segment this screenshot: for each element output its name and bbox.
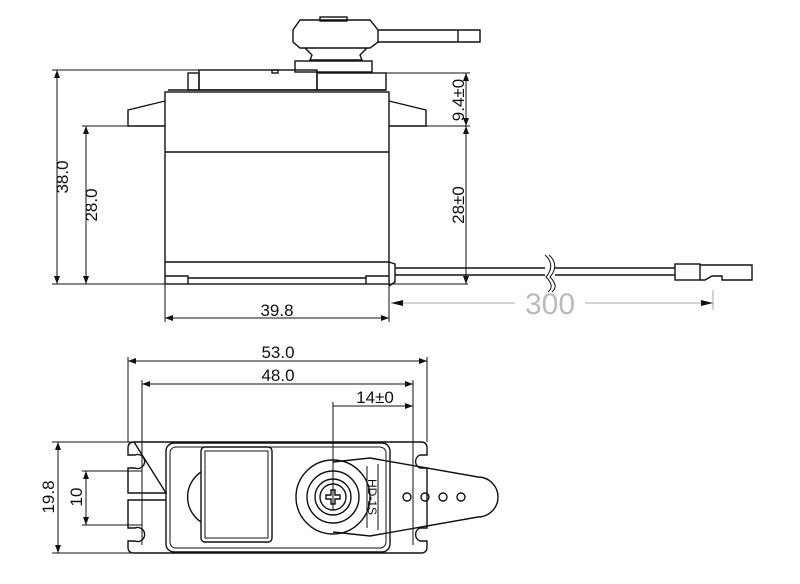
- cable: [395, 254, 675, 293]
- connector: [674, 263, 753, 281]
- body-height-right-label: 28±0: [449, 186, 468, 224]
- shaft-offset-label: 14±0: [356, 388, 394, 407]
- bottom-view: HD-1S 53.0 48.0 14±0 19.8 10: [39, 343, 499, 554]
- overall-height-label: 38.0: [53, 160, 72, 193]
- phillips-screw-icon: [325, 489, 341, 505]
- servo-body-bottom: [165, 442, 391, 553]
- servo-top-plate: [168, 69, 387, 91]
- body-height-left-label: 28.0: [82, 188, 101, 221]
- overall-width-label: 19.8: [39, 480, 58, 513]
- mount-hole-spacing-label: 48.0: [261, 366, 294, 385]
- mounting-ears: [127, 100, 427, 127]
- cable-length-label: 300: [525, 288, 575, 321]
- mounting-flange: [127, 441, 428, 554]
- horn-label: HD-1S: [365, 479, 379, 515]
- flange-to-top-label: 9.4±0: [449, 79, 468, 121]
- servo-body-side: [164, 91, 396, 287]
- side-view: 38.0 28.0 9.4±0 28±0 39.8 300: [52, 16, 753, 322]
- dimension-lines-side: [52, 69, 714, 322]
- overall-length-label: 53.0: [261, 343, 294, 362]
- hole-spacing-label: 10: [67, 488, 86, 507]
- dimension-lines-bottom: [52, 357, 428, 554]
- servo-horn-top: [295, 457, 499, 537]
- body-width-label: 39.8: [260, 301, 293, 320]
- servo-horn-side: [292, 16, 481, 73]
